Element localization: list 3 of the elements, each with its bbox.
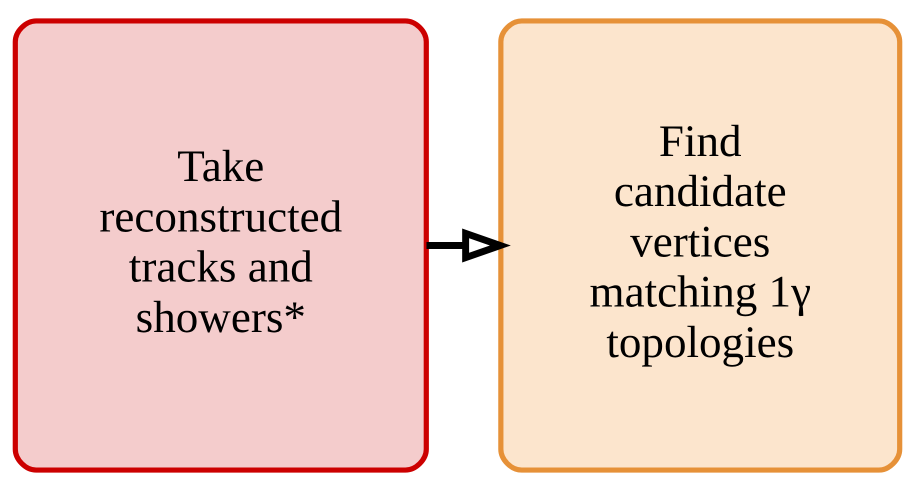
node-box: Take reconstructed tracks and showers* bbox=[12, 18, 429, 473]
node-box: Find candidate vertices matching 1γ topologies bbox=[498, 18, 902, 473]
arrow bbox=[426, 228, 511, 263]
